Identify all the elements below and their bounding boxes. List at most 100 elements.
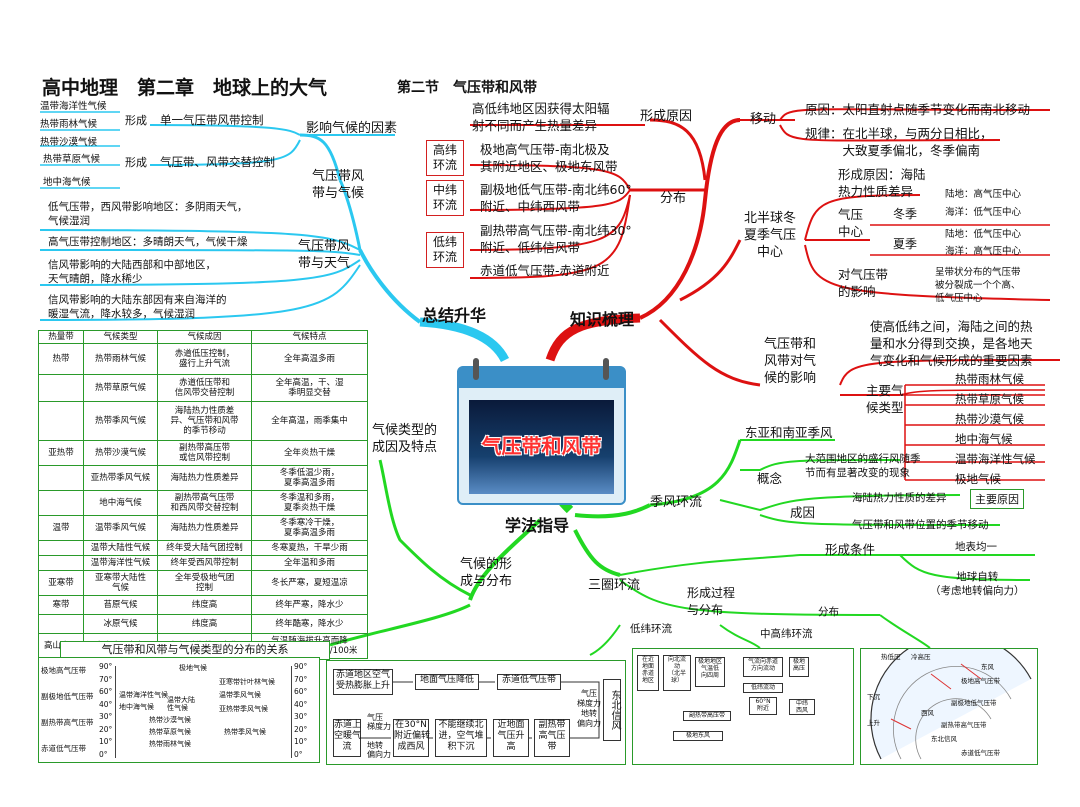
xingcheng-yuanyin: 形成原因：海陆 热力性质差异 xyxy=(838,166,926,200)
green-jifeng[interactable]: 季风环流 xyxy=(650,494,702,511)
br-cell-8: 副热带高压带 xyxy=(683,711,731,721)
cyan-type-a-1: 热带雨林气候 xyxy=(40,118,97,131)
table-cell: 赤道低压带和 信风带交替控制 xyxy=(158,375,252,402)
table-cell: 海陆热力性质差异 xyxy=(158,516,252,541)
red-type-3: 地中海气候 xyxy=(955,433,1013,446)
table-cell: 冬季温和多雨， 夏季炎热干燥 xyxy=(251,491,367,516)
table-cell: 冬寒夏热，干旱少雨 xyxy=(251,541,367,556)
bl-zone-5: 地中海气候 xyxy=(119,703,154,711)
br-cell-7: 中纬 西风 xyxy=(789,699,815,715)
table-cell: 赤道低压控制， 盛行上升气流 xyxy=(158,344,252,375)
br-cell-3: 气流向赤道 方向流动 xyxy=(743,657,783,677)
table-cell: 海陆热力性质差异 xyxy=(158,466,252,491)
table-cell: 热带季风气候 xyxy=(83,402,157,441)
bl-zone-6: 亚热带季风气候 xyxy=(219,705,268,713)
table-cell: 全年高温多雨 xyxy=(251,344,367,375)
table-cell: 全年高温，雨季集中 xyxy=(251,402,367,441)
box-gaowei: 高纬 环流 xyxy=(426,140,464,176)
bottom-mid-flow: 赤道地区空气 受热膨胀上升 地面气压降低 赤道低气压带 赤道上 空暖气 流 气压… xyxy=(326,660,626,765)
center-node[interactable]: 气压带和风带 xyxy=(457,366,626,505)
bl-lat-right-4: 30° xyxy=(294,710,307,723)
bl-lat-left-6: 10° xyxy=(99,735,112,748)
table-cell: 冬季寒冷干燥， 夏季高温多雨 xyxy=(251,516,367,541)
table-row: 寒带苔原气候纬度高终年严寒，降水少 xyxy=(39,596,368,615)
table-cell xyxy=(39,375,84,402)
table-row: 温带海洋性气候终年受西风带控制全年温和多雨 xyxy=(39,556,368,571)
gaowei-text: 极地高气压带-南北极及 其附近地区、极地东风带 xyxy=(480,141,618,175)
table-cell: 全年受极地气团 控制 xyxy=(158,571,252,596)
node-yidong[interactable]: 移动 xyxy=(750,111,776,128)
table-cell: 全年温和多雨 xyxy=(251,556,367,571)
branch-xuefa[interactable]: 学法指导 xyxy=(505,512,569,536)
yidong-rule: 规律：在北半球，与两分日相比， 大致夏季偏北，冬季偏南 xyxy=(805,125,993,159)
cyan-xinfeng2: 信风带影响的大陆东部因有来自海洋的 暖湿气流，降水较多，气候湿润 xyxy=(48,293,227,321)
xia-hai: 海洋：高气压中心 xyxy=(945,245,1021,258)
node-beibanqiu[interactable]: 北半球冬 夏季气压 中心 xyxy=(744,210,796,261)
branch-zongjie[interactable]: 总结升华 xyxy=(422,302,486,326)
table-cell: 地中海气候 xyxy=(83,491,157,516)
yidong-reason: 原因：太阳直射点随季节变化而南北移动 xyxy=(805,101,1030,118)
branch-qihou-fenbu[interactable]: 气候的形 成与分布 xyxy=(460,556,512,590)
zhongwei-text: 副极地低气压带-南北纬60° 附近、中纬西风带 xyxy=(480,181,632,215)
table-cell: 终年受西风带控制 xyxy=(158,556,252,571)
table-cell: 温带季风气候 xyxy=(83,516,157,541)
table-cell: 温带大陆性气候 xyxy=(83,541,157,556)
table-cell: 海陆热力性质差 异、气压带和风带 的季节移动 xyxy=(158,402,252,441)
table-cell xyxy=(39,556,84,571)
table-cell: 热带 xyxy=(39,344,84,375)
table-header-2: 气候成因 xyxy=(158,331,252,344)
bl-label-3: 赤道低气压带 xyxy=(41,742,86,755)
table-cell: 冬季低温少雨， 夏季高温多雨 xyxy=(251,466,367,491)
table-cell xyxy=(39,541,84,556)
zhuyao-qihou: 主要气 候类型 xyxy=(866,382,904,416)
bl-zone-9: 热带季风气候 xyxy=(224,728,266,736)
node-xingcheng[interactable]: 形成原因 xyxy=(640,108,692,125)
cyan-di: 低气压带，西风带影响地区：多阴雨天气， 气候湿润 xyxy=(48,200,248,228)
br-label-6: 副极地低气压带 xyxy=(951,699,997,707)
bl-zone-8: 热带草原气候 xyxy=(149,728,191,736)
cyan-qiyadai-tianqi[interactable]: 气压带风 带与天气 xyxy=(298,238,350,272)
cyan-type-b-1: 地中海气候 xyxy=(43,176,91,189)
cyan-jiaoti: 气压带、风带交替控制 xyxy=(160,156,275,169)
cyan-xingcheng2: 形成 xyxy=(125,156,147,169)
label-dongji: 冬季 xyxy=(893,206,917,223)
label-xiaji: 夏季 xyxy=(893,236,917,253)
table-cell: 纬度高 xyxy=(158,596,252,615)
bottom-right-globe: 热低压冷高压下沉上升赤道低气压带副热带高气压带副极地低气压带极地高气压带东北信风… xyxy=(860,648,1038,765)
table-cell: 寒带 xyxy=(39,596,84,615)
bottom-right-process: 在近 地面 赤道 地区向北流 动 （北半 球）极地地区 气温低 向四周气流向赤道… xyxy=(632,648,854,765)
table-row: 冰原气候纬度高终年酷寒，降水少 xyxy=(39,615,368,634)
box-zhongwei: 中纬 环流 xyxy=(426,180,464,216)
node-qiyadai-duiqihou[interactable]: 气压带和 风带对气 候的影响 xyxy=(764,336,816,387)
branch-zhishi[interactable]: 知识梳理 xyxy=(570,306,634,330)
bl-lat-left-7: 0° xyxy=(99,748,108,761)
cyan-yingxiang[interactable]: 影响气候的因素 xyxy=(306,120,397,137)
br-label-3: 上升 xyxy=(867,719,880,727)
bl-lat-right-5: 20° xyxy=(294,723,307,736)
table-row: 温带温带季风气候海陆热力性质差异冬季寒冷干燥， 夏季高温多雨 xyxy=(39,516,368,541)
xingcheng-text: 高低纬地区因获得太阳辐 射不同而产生热量差异 xyxy=(472,100,610,134)
dui-qiya-text: 呈带状分布的气压带 被分裂成一个个高、 低气压中心 xyxy=(935,266,1021,305)
table-cell: 副热带高压带 或信风带控制 xyxy=(158,441,252,466)
green-sanquan[interactable]: 三圈环流 xyxy=(588,577,640,594)
green-qihou-leixing[interactable]: 气候类型的 成因及特点 xyxy=(372,422,437,456)
bl-lat-right-0: 90° xyxy=(294,660,307,673)
table-header-1: 气候类型 xyxy=(83,331,157,344)
bl-lat-left-2: 60° xyxy=(99,685,112,698)
br-cell-9: 极地东风 xyxy=(673,731,723,741)
br-label-7: 极地高气压带 xyxy=(961,677,1000,685)
green-diqiu: 地球自转 （考虑地转偏向力） xyxy=(930,570,1025,598)
br-label-4: 赤道低气压带 xyxy=(961,749,1000,757)
table-cell xyxy=(39,615,84,634)
table-cell: 热带草原气候 xyxy=(83,375,157,402)
table-cell: 温带 xyxy=(39,516,84,541)
diwei-text: 副热带高气压带-南北纬30° 附近、低纬信风带 xyxy=(480,222,632,256)
br-label-5: 副热带高气压带 xyxy=(941,721,987,729)
cyan-qiyadai-qihou[interactable]: 气压带风 带与气候 xyxy=(312,168,364,202)
table-cell xyxy=(39,466,84,491)
bl-lat-right-3: 40° xyxy=(294,698,307,711)
node-fenbu[interactable]: 分布 xyxy=(660,190,686,207)
page-title: 高中地理 第二章 地球上的大气 xyxy=(42,73,327,100)
bottom-left-diagram: 极地高气压带副极地低气压带副热带高气压带赤道低气压带 90°70°60°40°3… xyxy=(38,657,320,763)
red-type-1: 热带草原气候 xyxy=(955,393,1024,406)
